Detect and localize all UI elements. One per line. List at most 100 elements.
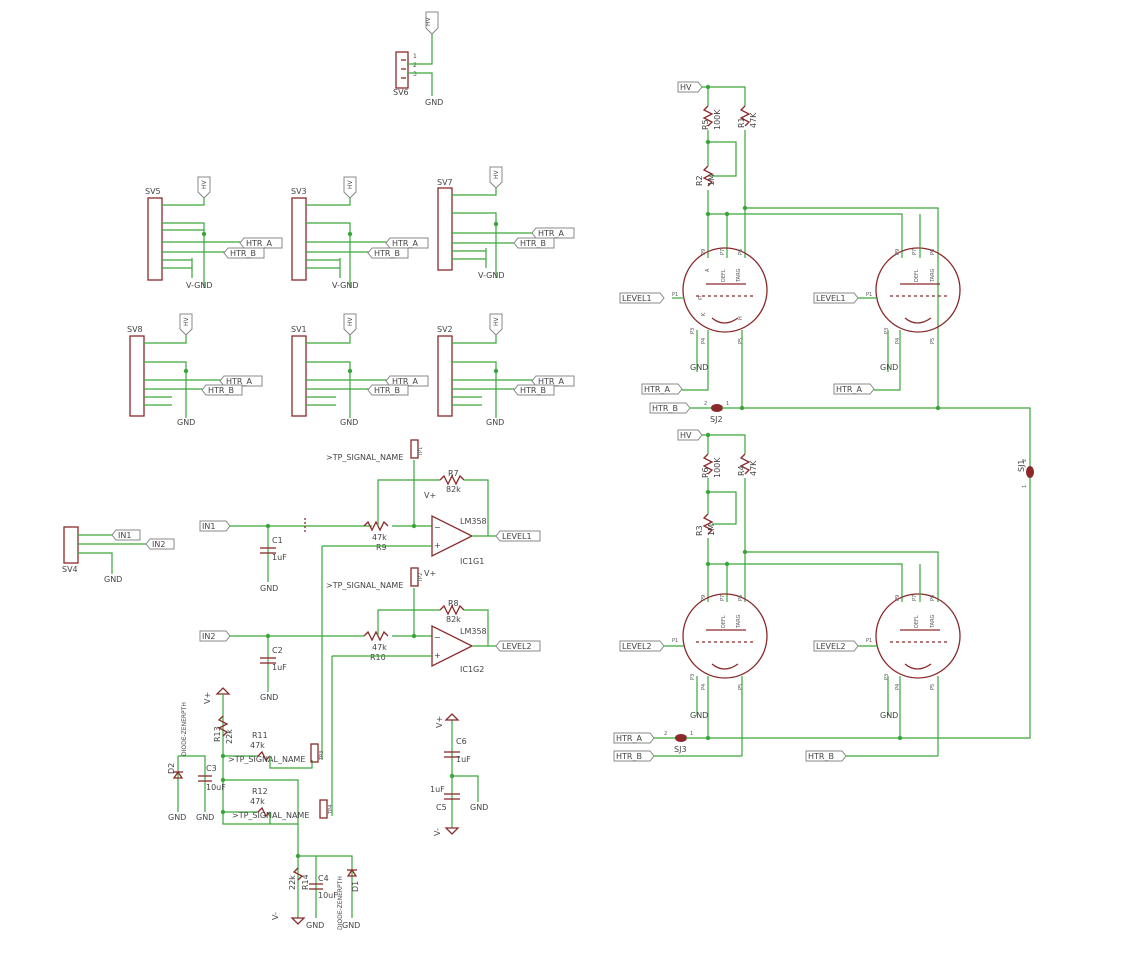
hv-net-label: HV bbox=[425, 16, 432, 26]
level2-net-label: LEVEL2 bbox=[622, 642, 652, 651]
c1-value: 1uF bbox=[272, 553, 287, 562]
sj1-label: SJ1 bbox=[1017, 459, 1026, 472]
connector-row2: SV8 HV HTR_A HTR_B GND SV1 HV HTR_A HTR_… bbox=[127, 313, 575, 427]
tp-signal-label: >TP_SIGNAL_NAME bbox=[228, 755, 305, 764]
in2-net-label: IN2 bbox=[202, 632, 215, 641]
htr-b-net-label: HTR_B bbox=[374, 249, 400, 258]
svg-text:−: − bbox=[434, 523, 441, 532]
r9-label: R9 bbox=[376, 543, 387, 552]
r11-value: 47k bbox=[250, 741, 265, 750]
pin-p5: P5 bbox=[930, 684, 936, 690]
pin-h: H bbox=[738, 316, 744, 320]
sv5-label: SV5 bbox=[145, 187, 161, 196]
r4-value: 47K bbox=[749, 460, 758, 476]
htr-b-net-label: HTR_B bbox=[230, 249, 256, 258]
gnd-label: GND bbox=[260, 584, 278, 593]
tp-signal-label: >TP_SIGNAL_NAME bbox=[326, 453, 403, 462]
pin-p4: P4 bbox=[895, 684, 901, 690]
r14-value: 22k bbox=[288, 875, 297, 890]
pin-targ: TARG bbox=[736, 268, 742, 283]
tube-section-upper: HV R5 100K R1 47K R2 1M P9 P7 P6 DEFL TA… bbox=[619, 81, 1031, 466]
gnd-label: GND bbox=[196, 813, 214, 822]
r13-label: R13 bbox=[213, 726, 222, 742]
d2-label: D2 bbox=[167, 763, 176, 774]
pin-p5: P5 bbox=[930, 338, 936, 344]
sv1-label: SV1 bbox=[291, 325, 307, 334]
sv7-label: SV7 bbox=[437, 178, 453, 187]
svg-text:2: 2 bbox=[1022, 459, 1028, 462]
in1-net-label: IN1 bbox=[118, 531, 131, 540]
htr-b-net-label: HTR_B bbox=[808, 752, 834, 761]
pin-p7: P7 bbox=[912, 249, 918, 255]
hv-net-label: HV bbox=[201, 179, 208, 189]
gnd-label: GND bbox=[880, 363, 898, 372]
vplus-label: V+ bbox=[424, 491, 436, 500]
tp4-label: TP4 bbox=[328, 805, 334, 815]
in1-net-label: IN1 bbox=[202, 522, 215, 531]
pin-p9: P9 bbox=[895, 249, 901, 255]
pin-p3: P3 bbox=[884, 674, 890, 680]
r7-value: 82k bbox=[446, 485, 461, 494]
c2-value: 1uF bbox=[272, 663, 287, 672]
supply-capacitors: V+ C6 1uF 1uF C5 GND V- bbox=[430, 713, 488, 836]
pin-p3: P3 bbox=[690, 674, 696, 680]
r2-value: 1M bbox=[707, 174, 716, 186]
svg-text:1: 1 bbox=[413, 53, 417, 60]
tp-signal-label: >TP_SIGNAL_NAME bbox=[326, 581, 403, 590]
htr-a-net-label: HTR_A bbox=[616, 734, 642, 743]
gnd-label: GND bbox=[340, 418, 358, 427]
svg-text:+: + bbox=[434, 541, 441, 550]
in2-net-label: IN2 bbox=[152, 540, 165, 549]
gnd-label: GND bbox=[470, 803, 488, 812]
vplus-label: V+ bbox=[424, 569, 436, 578]
level1-net-label: LEVEL1 bbox=[502, 532, 532, 541]
pin-defl: DEFL bbox=[721, 615, 727, 628]
htr-a-net-label: HTR_A bbox=[538, 377, 564, 386]
pin-p6: P6 bbox=[738, 249, 744, 255]
pin-p6: P6 bbox=[930, 249, 936, 255]
hv-net-label: HV bbox=[493, 316, 500, 326]
opamp-part-label: LM358 bbox=[460, 517, 487, 526]
r3-value: 1M bbox=[707, 524, 716, 536]
pin-p1: P1 bbox=[866, 638, 872, 644]
htr-b-net-label: HTR_B bbox=[616, 752, 642, 761]
c4-value: 10uF bbox=[318, 891, 338, 900]
htr-b-net-label: HTR_B bbox=[208, 386, 234, 395]
c6-label: C6 bbox=[456, 737, 467, 746]
pin-p6: P6 bbox=[930, 595, 936, 601]
vminus-label: V- bbox=[433, 828, 442, 836]
r6-label: R6 bbox=[701, 467, 710, 478]
c6-value: 1uF bbox=[456, 755, 471, 764]
r9-value: 47k bbox=[372, 533, 387, 542]
r10-value: 47k bbox=[372, 643, 387, 652]
pin-p1: P1 bbox=[866, 292, 872, 298]
sv2-label: SV2 bbox=[437, 325, 453, 334]
htr-b-net-label: HTR_B bbox=[374, 386, 400, 395]
sv4-label: SV4 bbox=[62, 565, 78, 574]
hv-net-label: HV bbox=[680, 431, 692, 440]
tp1-label: TP1 bbox=[418, 447, 424, 457]
connector-sv4: SV4 IN1 IN2 GND bbox=[62, 526, 175, 584]
svg-text:1: 1 bbox=[726, 401, 729, 407]
r5-label: R5 bbox=[701, 119, 710, 130]
svg-text:1: 1 bbox=[690, 731, 693, 737]
vplus-label: V+ bbox=[203, 692, 212, 704]
htr-b-net-label: HTR_B bbox=[520, 386, 546, 395]
reference-network: V+ R13 22k R11 47k >TP_SIGNAL_NAME TP3 R… bbox=[167, 546, 360, 930]
sj3-label: SJ3 bbox=[674, 745, 687, 754]
htr-a-net-label: HTR_A bbox=[226, 377, 252, 386]
htr-a-net-label: HTR_A bbox=[836, 385, 862, 394]
svg-text:+: + bbox=[434, 651, 441, 660]
vgnd-label: V-GND bbox=[332, 281, 359, 290]
ic1g2-label: IC1G2 bbox=[460, 665, 484, 674]
c1-label: C1 bbox=[272, 536, 283, 545]
sj2-label: SJ2 bbox=[710, 415, 723, 424]
pin-p1: P1 bbox=[672, 292, 678, 298]
pin-p4: P4 bbox=[895, 338, 901, 344]
c5-value: 1uF bbox=[430, 785, 445, 794]
pin-p9: P9 bbox=[701, 595, 707, 601]
gnd-label: GND bbox=[425, 98, 443, 107]
tp2-label: TP2 bbox=[418, 573, 424, 583]
r6-value: 100K bbox=[713, 457, 722, 478]
pin-p9: P9 bbox=[895, 595, 901, 601]
